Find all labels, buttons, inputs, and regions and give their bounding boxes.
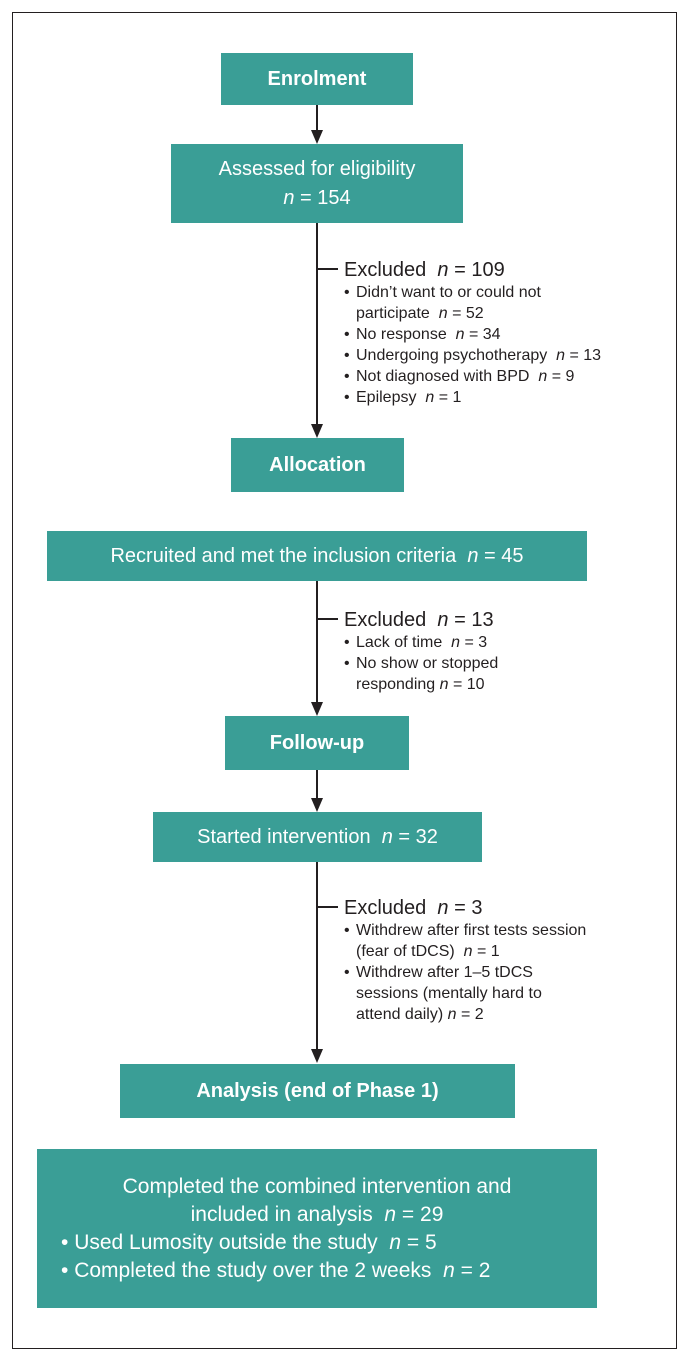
- excluded-block-3: Excluded n = 3 Withdrew after first test…: [344, 896, 621, 1025]
- eligibility-box: Assessed for eligibility n = 154: [171, 144, 463, 223]
- recruited-box: Recruited and met the inclusion criteria…: [47, 531, 587, 581]
- analysis-box: Analysis (end of Phase 1): [120, 1064, 515, 1118]
- excluded-list: Withdrew after first tests session (fear…: [344, 920, 621, 1025]
- analysis-label: Analysis (end of Phase 1): [196, 1079, 439, 1102]
- enrolment-box: Enrolment: [221, 53, 413, 105]
- list-item: • Completed the study over the 2 weeks n…: [61, 1258, 491, 1282]
- branch-line: [316, 906, 338, 908]
- excluded-block-2: Excluded n = 13 Lack of time n = 3 No sh…: [344, 608, 556, 695]
- excluded-title: Excluded n = 3: [344, 897, 483, 919]
- branch-line: [316, 268, 338, 270]
- list-item: Didn’t want to or could not participate …: [344, 282, 616, 324]
- arrow-head: [311, 798, 323, 812]
- recruited-label: Recruited and met the inclusion criteria…: [110, 544, 524, 567]
- excluded-title: Excluded n = 13: [344, 609, 494, 631]
- arrow-head: [311, 702, 323, 716]
- eligibility-label: Assessed for eligibility: [218, 157, 416, 180]
- connector-line: [316, 770, 318, 799]
- excluded-list: Lack of time n = 3 No show or stopped re…: [344, 632, 556, 695]
- completed-line-1: Completed the combined intervention and: [122, 1174, 512, 1198]
- list-item: Undergoing psychotherapy n = 13: [344, 345, 616, 366]
- list-item: No response n = 34: [344, 324, 616, 345]
- arrow-head: [311, 1049, 323, 1063]
- started-box: Started intervention n = 32: [153, 812, 482, 862]
- started-label: Started intervention n = 32: [197, 825, 438, 848]
- followup-label: Follow-up: [269, 731, 365, 754]
- allocation-label: Allocation: [269, 453, 366, 476]
- excluded-list: Didn’t want to or could not participate …: [344, 282, 616, 408]
- connector-line: [316, 105, 318, 131]
- enrolment-label: Enrolment: [267, 67, 367, 90]
- arrow-head: [311, 130, 323, 144]
- list-item: Withdrew after first tests session (fear…: [344, 920, 621, 962]
- list-item: • Used Lumosity outside the study n = 5: [61, 1230, 437, 1254]
- excluded-block-1: Excluded n = 109 Didn’t want to or could…: [344, 258, 616, 408]
- allocation-box: Allocation: [231, 438, 404, 492]
- connector-line: [316, 581, 318, 703]
- completed-box: Completed the combined intervention and …: [37, 1149, 597, 1308]
- list-item: Not diagnosed with BPD n = 9: [344, 366, 616, 387]
- completed-line-2: included in analysis n = 29: [190, 1202, 444, 1226]
- connector-line: [316, 862, 318, 1050]
- figure-frame: [12, 12, 677, 1349]
- branch-line: [316, 618, 338, 620]
- list-item: Withdrew after 1–5 tDCS sessions (mental…: [344, 962, 586, 1025]
- list-item: No show or stopped responding n = 10: [344, 653, 556, 695]
- excluded-title: Excluded n = 109: [344, 259, 505, 281]
- connector-line: [316, 223, 318, 425]
- eligibility-count: n = 154: [283, 186, 351, 209]
- list-item: Lack of time n = 3: [344, 632, 556, 653]
- arrow-head: [311, 424, 323, 438]
- list-item: Epilepsy n = 1: [344, 387, 616, 408]
- followup-box: Follow-up: [225, 716, 409, 770]
